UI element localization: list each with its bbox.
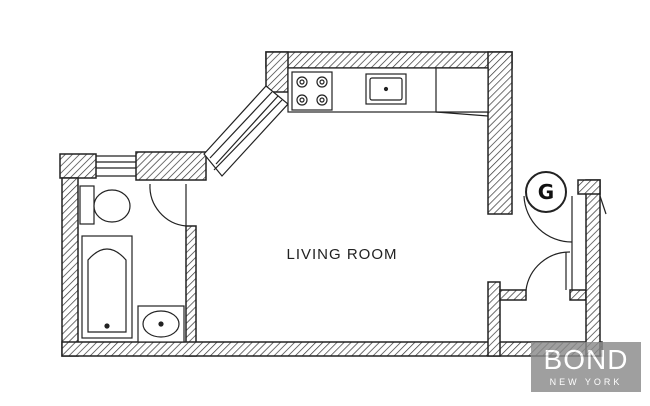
wall-right-upper <box>487 51 513 215</box>
wall-far-right-cap <box>577 179 601 195</box>
entry-doors <box>523 195 607 291</box>
bath-door-swing <box>149 183 187 227</box>
wall-right-lower <box>487 281 501 357</box>
bathroom <box>79 183 187 343</box>
wall-bottom <box>61 341 603 357</box>
walls <box>59 51 603 357</box>
sink <box>365 73 407 105</box>
entry-door-swing <box>523 195 573 243</box>
unit-badge-label: G <box>538 180 554 204</box>
bathtub <box>81 235 133 339</box>
bath-sink <box>137 305 185 343</box>
wall-left-outer <box>61 177 79 357</box>
wall-closet-stub <box>499 289 527 301</box>
unit-badge: G <box>525 171 567 213</box>
wall-left-top <box>59 153 97 179</box>
brand-city: NEW YORK <box>549 377 623 387</box>
wall-kitchen-left <box>265 51 289 93</box>
wall-bath-partition <box>185 225 197 357</box>
toilet <box>79 185 131 225</box>
wall-top <box>265 51 513 69</box>
diagonal-window <box>203 85 289 177</box>
wall-closet-right <box>569 289 587 301</box>
closet-door-swing <box>525 251 571 291</box>
brand-name: BOND <box>543 344 629 375</box>
wall-far-right <box>585 179 601 357</box>
fridge <box>435 67 489 113</box>
kitchen <box>287 67 489 117</box>
left-window <box>96 155 136 177</box>
stove <box>291 71 333 111</box>
room-label-living: LIVING ROOM <box>286 246 397 263</box>
brand-watermark: BOND NEW YORK <box>531 342 641 392</box>
wall-bay-left <box>135 151 207 181</box>
